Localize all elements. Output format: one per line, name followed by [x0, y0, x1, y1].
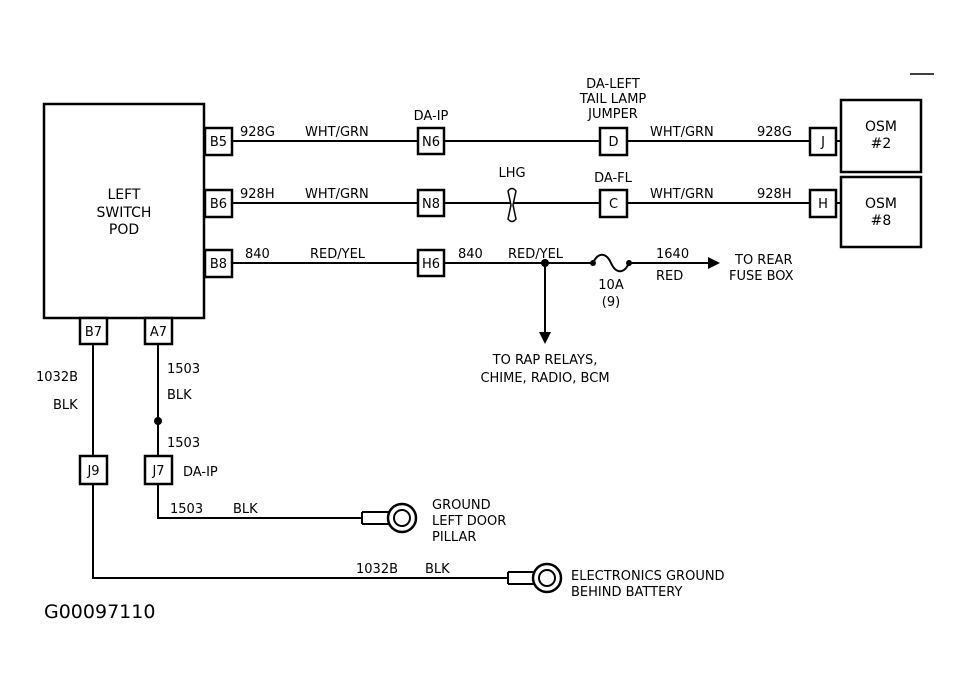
- pin-j9: J9: [78, 454, 109, 486]
- svg-text:B6: B6: [210, 197, 227, 212]
- osm8-label-2: #8: [871, 213, 892, 229]
- wire-color: WHT/GRN: [650, 125, 714, 140]
- left-switch-pod-label-3: POD: [109, 222, 139, 238]
- da-left-label-2: TAIL LAMP: [579, 92, 647, 107]
- wire-code: 928G: [757, 125, 792, 140]
- fuse-number: (9): [602, 295, 620, 310]
- wire-code: 840: [245, 247, 270, 262]
- wire-code: 928H: [757, 187, 792, 202]
- wire-color: BLK: [425, 562, 450, 577]
- wires: [92, 140, 842, 579]
- pin-j7: J7: [143, 454, 174, 486]
- pin-h: H: [808, 188, 838, 219]
- fuse-rating: 10A: [598, 278, 624, 293]
- osm2-label-1: OSM: [865, 119, 897, 135]
- lhg-shield-icon: [507, 187, 517, 223]
- da-left-label-1: DA-LEFT: [586, 77, 640, 92]
- fuse-icon: [590, 253, 632, 273]
- module-osm-2: OSM #2: [839, 98, 923, 174]
- wire-color: WHT/GRN: [305, 125, 369, 140]
- svg-text:N8: N8: [422, 197, 440, 212]
- svg-text:B5: B5: [210, 135, 227, 150]
- svg-text:J9: J9: [86, 464, 99, 479]
- pin-a7: A7: [143, 316, 174, 346]
- da-left-label-3: JUMPER: [587, 107, 638, 122]
- rear-fuse-label-1: TO REAR: [734, 253, 792, 268]
- wire-code: 928H: [240, 187, 275, 202]
- splice-dot-icon: [154, 417, 162, 425]
- wire-labels: 928G WHT/GRN 928H WHT/GRN 840 RED/YEL 84…: [36, 125, 792, 577]
- wire-color: BLK: [233, 502, 258, 517]
- svg-text:D: D: [608, 135, 618, 150]
- left-switch-pod-label-1: LEFT: [107, 187, 140, 203]
- svg-text:H: H: [818, 197, 828, 212]
- svg-text:H6: H6: [422, 257, 440, 272]
- wire-code: 1032B: [356, 562, 398, 577]
- wire-color: WHT/GRN: [650, 187, 714, 202]
- splice-dot-icon: [541, 259, 549, 267]
- ground-door-label-2: LEFT DOOR: [432, 514, 506, 529]
- wire-j7-door-ground: [157, 484, 362, 519]
- svg-text:A7: A7: [150, 325, 167, 340]
- svg-text:J7: J7: [151, 464, 164, 479]
- wire-code: 1503: [170, 502, 203, 517]
- wire-code: 1503: [167, 362, 200, 377]
- pin-h6: H6: [416, 248, 446, 278]
- wire-color: BLK: [53, 398, 78, 413]
- connector-pins: B5 B6 B8 B7 A7 N6 N8 H6 D C J H J9 J7: [78, 126, 838, 486]
- wire-code: 928G: [240, 125, 275, 140]
- pin-b7: B7: [78, 316, 109, 346]
- pin-b5: B5: [203, 126, 234, 157]
- ground-terminal-icon: [507, 562, 563, 594]
- wire-color: BLK: [167, 388, 192, 403]
- pin-j: J: [808, 126, 838, 157]
- pin-b6: B6: [203, 188, 234, 219]
- osm2-label-2: #2: [871, 136, 892, 152]
- wire-color: RED: [656, 269, 683, 284]
- wire-color: RED/YEL: [508, 247, 564, 262]
- left-switch-pod-label-2: SWITCH: [97, 205, 152, 221]
- figure-id: G00097110: [44, 601, 155, 623]
- wire-color: RED/YEL: [310, 247, 366, 262]
- ground-terminal-icon: [361, 502, 418, 534]
- pin-n8: N8: [416, 188, 446, 218]
- ground-battery-label-2: BEHIND BATTERY: [571, 585, 682, 600]
- da-fl-label: DA-FL: [594, 171, 633, 186]
- arrow-down-icon: [539, 332, 551, 344]
- arrow-right-icon: [708, 257, 720, 269]
- ground-door-label-1: GROUND: [432, 498, 491, 513]
- wire-code: 1503: [167, 436, 200, 451]
- da-ip-label: DA-IP: [414, 109, 449, 124]
- svg-text:B8: B8: [210, 257, 227, 272]
- da-ip-bottom-label: DA-IP: [183, 465, 218, 480]
- osm8-label-1: OSM: [865, 196, 897, 212]
- pin-d: D: [598, 126, 629, 157]
- component-labels: DA-IP DA-LEFT TAIL LAMP JUMPER LHG DA-FL…: [183, 77, 794, 600]
- wire-j9-battery-ground: [92, 484, 508, 579]
- rear-fuse-label-2: FUSE BOX: [729, 269, 794, 284]
- lhg-label: LHG: [498, 166, 525, 181]
- wire-color: WHT/GRN: [305, 187, 369, 202]
- rap-label-1: TO RAP RELAYS,: [492, 353, 598, 368]
- wire-code: 840: [458, 247, 483, 262]
- wire-code: 1032B: [36, 370, 78, 385]
- pin-n6: N6: [416, 126, 446, 156]
- pin-c: C: [598, 188, 629, 219]
- wire-code: 1640: [656, 247, 689, 262]
- ground-door-label-3: PILLAR: [432, 530, 476, 545]
- svg-text:C: C: [609, 197, 618, 212]
- ground-battery-label-1: ELECTRONICS GROUND: [571, 569, 725, 584]
- svg-text:B7: B7: [85, 325, 102, 340]
- pin-b8: B8: [203, 248, 234, 279]
- svg-text:N6: N6: [422, 135, 440, 150]
- rap-label-2: CHIME, RADIO, BCM: [480, 371, 609, 386]
- module-left-switch-pod: LEFT SWITCH POD: [42, 102, 206, 320]
- svg-text:J: J: [820, 135, 825, 150]
- module-osm-8: OSM #8: [839, 175, 923, 249]
